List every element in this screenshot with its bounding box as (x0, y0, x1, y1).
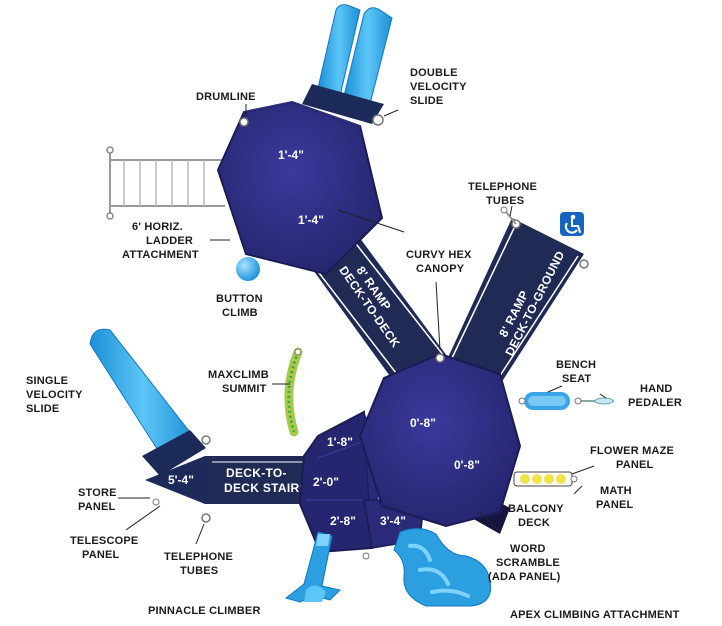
label-math-panel: MATH PANEL (596, 485, 635, 511)
bench-seat (518, 392, 570, 410)
label-pinnacle-climber: PINNACLE CLIMBER (148, 605, 261, 617)
main-hex-deck: 0'-8" 0'-8" (358, 352, 522, 534)
stairs-label-line2: DECK STAIRS (224, 481, 308, 495)
label-word-scramble: WORD SCRAMBLE (ADA PANEL) (488, 543, 563, 583)
horizontal-ladder (106, 146, 225, 220)
maxclimb-summit (284, 347, 303, 437)
step-height-3: 2'-8" (330, 514, 356, 528)
label-telephone-tubes-top: TELEPHONE TUBES (468, 181, 540, 207)
label-apex-climbing-attachment: APEX CLIMBING ATTACHMENT (510, 609, 680, 621)
apex-climbing-attachment (393, 528, 492, 607)
accessibility-icon (560, 212, 584, 236)
label-button-climb: BUTTON CLIMB (216, 293, 266, 319)
label-double-velocity-slide: DOUBLE VELOCITY SLIDE (410, 67, 470, 107)
top-hex-deck: 1'-4" 1'-4" (216, 100, 384, 276)
step-height-1: 1'-8" (327, 435, 353, 449)
label-curvy-hex-canopy: CURVY HEX CANOPY (406, 249, 475, 275)
telephone-tube-top (500, 206, 517, 225)
label-hand-pedaler: HAND PEDALER (628, 383, 682, 409)
top-deck-height-a: 1'-4" (278, 148, 304, 162)
hand-pedaler (574, 397, 614, 405)
stairs-label-line1: DECK-TO- (226, 466, 287, 480)
deck-to-deck-stairs: DECK-TO- DECK STAIRS 5'-4" (145, 456, 318, 523)
label-store-panel: STORE PANEL (78, 487, 120, 513)
label-horizontal-ladder: 6' HORIZ. LADDER ATTACHMENT (122, 221, 199, 261)
label-maxclimb-summit: MAXCLIMB SUMMIT (208, 369, 272, 395)
label-flower-maze-panel: FLOWER MAZE PANEL (590, 445, 677, 471)
label-telescope-panel: TELESCOPE PANEL (70, 535, 142, 561)
double-velocity-slide (302, 4, 393, 126)
label-drumline: DRUMLINE (196, 91, 256, 103)
single-velocity-slide (89, 328, 211, 476)
main-deck-height-b: 0'-8" (454, 458, 480, 472)
main-deck-height-a: 0'-8" (410, 416, 436, 430)
ramp-deck-to-deck: 8' RAMP DECK-TO-DECK (300, 222, 450, 390)
step-height-2: 2'-0" (313, 475, 339, 489)
flower-maze-panel (513, 471, 578, 487)
label-bench-seat: BENCH SEAT (556, 359, 599, 385)
labels: DRUMLINE DOUBLE VELOCITY SLIDE TELEPHONE… (26, 67, 682, 621)
top-deck-height-b: 1'-4" (298, 213, 324, 227)
leader-lines (118, 104, 607, 545)
step-height-4: 3'-4" (380, 514, 406, 528)
label-balcony-deck: BALCONY DECK (508, 503, 567, 529)
stairs-label: DECK-TO- DECK STAIRS (224, 466, 308, 495)
stairs-end-height: 5'-4" (168, 473, 194, 487)
label-telephone-tubes-bottom: TELEPHONE TUBES (164, 551, 236, 577)
pinnacle-climber (284, 531, 341, 603)
label-single-velocity-slide: SINGLE VELOCITY SLIDE (26, 375, 86, 415)
button-climb-ball (236, 257, 260, 281)
